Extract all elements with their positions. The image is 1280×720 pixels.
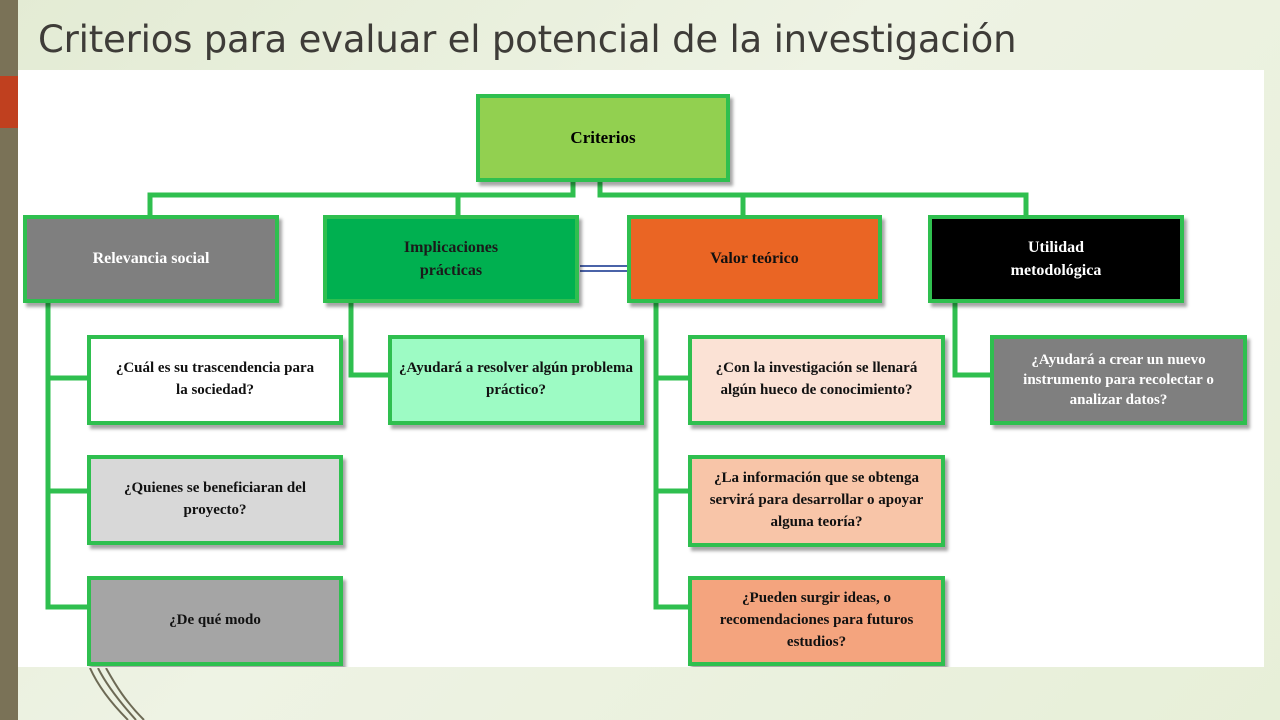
- left-accent-bar: [0, 0, 18, 720]
- question-valor-3: ¿Pueden surgir ideas, o recomendaciones …: [688, 576, 945, 666]
- node-implicaciones-practicas: Implicaciones prácticas: [323, 215, 579, 303]
- node-valor-teorico: Valor teórico: [627, 215, 882, 303]
- question-relevancia-1: ¿Cuál es su trascendencia para la socied…: [87, 335, 343, 425]
- connector-utilidad-q1: [952, 297, 995, 378]
- connector-root-valor: [597, 177, 746, 219]
- question-valor-1: ¿Con la investigación se llenará algún h…: [688, 335, 945, 425]
- question-valor-1-text: ¿Con la investigación se llenará algún h…: [715, 360, 918, 398]
- node-criterios-label: Criterios: [570, 127, 636, 147]
- node-relevancia-social: Relevancia social: [23, 215, 279, 303]
- slide-title: Criterios para evaluar el potencial de l…: [38, 18, 1017, 61]
- question-valor-3-text: ¿Pueden surgir ideas, o recomendaciones …: [719, 590, 914, 650]
- red-accent-tab: [0, 76, 22, 128]
- node-valor-teorico-label: Valor teórico: [710, 250, 799, 268]
- question-implicaciones-1: ¿Ayudará a resolver algún problema práct…: [388, 335, 644, 425]
- question-relevancia-2-text: ¿Quienes se beneficiaran del proyecto?: [123, 480, 307, 518]
- connector-lines: [45, 177, 1029, 610]
- node-utilidad-metodologica-label: Utilidad metodológica: [1010, 238, 1102, 279]
- node-utilidad-metodologica: Utilidad metodológica: [928, 215, 1184, 303]
- connector-root-implicaciones: [455, 192, 576, 219]
- question-utilidad-1-text: ¿Ayudará a crear un nuevo instrumento pa…: [1023, 351, 1214, 409]
- node-relevancia-social-label: Relevancia social: [92, 250, 210, 268]
- question-utilidad-1: ¿Ayudará a crear un nuevo instrumento pa…: [990, 335, 1247, 425]
- node-implicaciones-practicas-label: Implicaciones prácticas: [403, 238, 499, 279]
- connector-root-relevancia: [147, 177, 576, 219]
- question-relevancia-3-text: ¿De qué modo: [169, 612, 261, 629]
- question-relevancia-1-text: ¿Cuál es su trascendencia para la socied…: [115, 360, 315, 398]
- question-relevancia-2: ¿Quienes se beneficiaran del proyecto?: [87, 455, 343, 545]
- question-implicaciones-1-text: ¿Ayudará a resolver algún problema práct…: [399, 360, 633, 398]
- question-relevancia-3: ¿De qué modo: [87, 576, 343, 666]
- connector-implicaciones-q1: [348, 297, 393, 378]
- question-valor-2: ¿La información que se obtenga servirá p…: [688, 455, 945, 547]
- question-valor-2-text: ¿La información que se obtenga servirá p…: [709, 470, 924, 530]
- decorative-swoosh: [89, 668, 145, 720]
- connector-root-utilidad: [597, 192, 1029, 219]
- node-criterios: Criterios: [476, 94, 730, 182]
- double-link-line: [580, 265, 628, 272]
- diagram-panel: Criterios Relevancia social Implicacione…: [18, 70, 1264, 667]
